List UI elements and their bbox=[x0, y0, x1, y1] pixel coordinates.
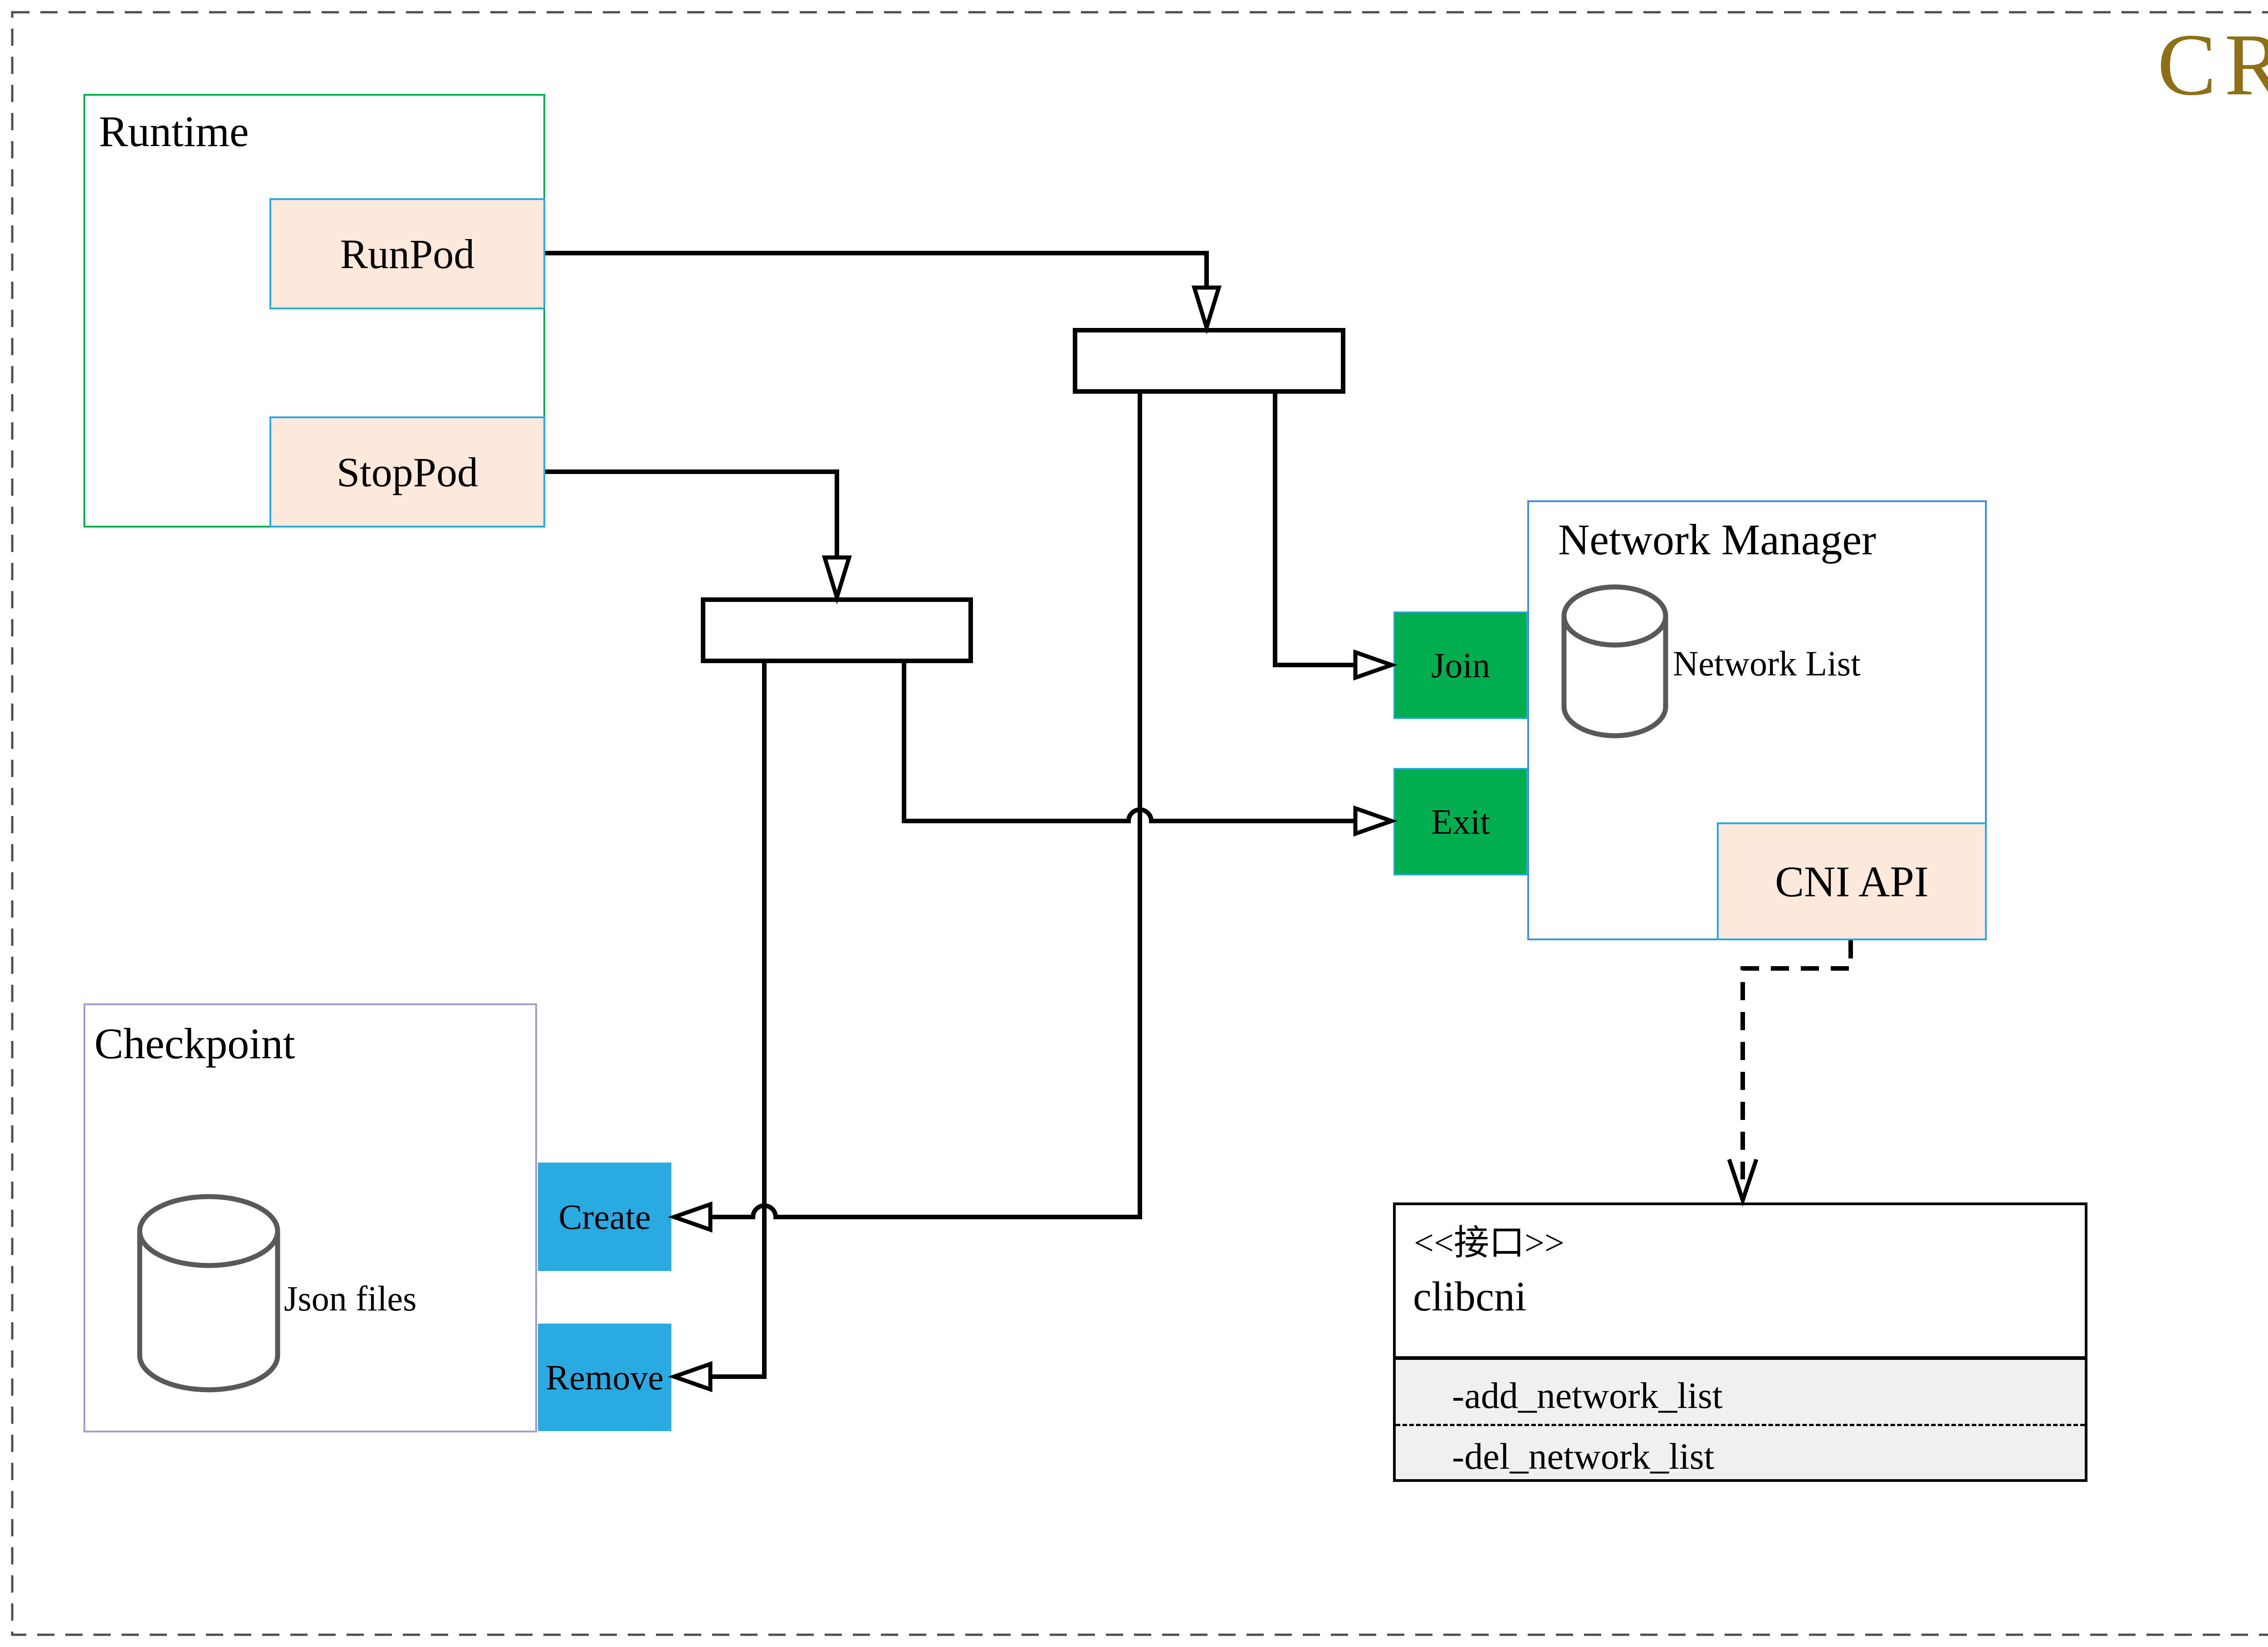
clibcni-interface-box: <<接口>> clibcni -add_network_list -del_ne… bbox=[1393, 1202, 2087, 1482]
cri-watermark: CRI bbox=[2157, 16, 2268, 114]
json-files-label: Json files bbox=[284, 1279, 417, 1318]
network-manager-title: Network Manager bbox=[1558, 515, 1877, 564]
merge-bar-runpod bbox=[1073, 328, 1345, 394]
remove-label: Remove bbox=[546, 1357, 664, 1397]
arrowhead-left-remove bbox=[668, 1361, 713, 1393]
cni-api-node: CNI API bbox=[1717, 822, 1987, 940]
interface-stereotype: <<接口>> bbox=[1414, 1223, 1564, 1262]
interface-methods-section: -add_network_list -del_network_list bbox=[1396, 1356, 2085, 1479]
exit-node: Exit bbox=[1393, 768, 1528, 875]
method-del-network-list: -del_network_list bbox=[1452, 1436, 1715, 1477]
checkpoint-title: Checkpoint bbox=[94, 1019, 295, 1068]
bar2-to-remove-line bbox=[710, 663, 767, 1379]
arrowhead-right-join bbox=[1353, 649, 1398, 681]
stoppod-label: StopPod bbox=[337, 449, 478, 495]
merge-bar-stoppod bbox=[701, 597, 973, 663]
arrowhead-left-create bbox=[668, 1201, 713, 1233]
create-node: Create bbox=[538, 1163, 671, 1271]
runpod-label: RunPod bbox=[340, 230, 475, 277]
method-divider bbox=[1396, 1424, 2085, 1426]
create-label: Create bbox=[558, 1197, 651, 1236]
network-list-label: Network List bbox=[1673, 644, 1861, 683]
bar1-to-create-line bbox=[710, 394, 1142, 1219]
runtime-title: Runtime bbox=[99, 107, 249, 156]
join-node: Join bbox=[1393, 611, 1528, 719]
exit-label: Exit bbox=[1431, 802, 1490, 841]
runpod-node: RunPod bbox=[269, 198, 545, 309]
checkpoint-box: Checkpoint bbox=[83, 1003, 537, 1432]
interface-name: clibcni bbox=[1413, 1273, 1527, 1320]
stoppod-node: StopPod bbox=[269, 416, 545, 528]
remove-node: Remove bbox=[538, 1324, 671, 1431]
bar1-to-join-line bbox=[1273, 394, 1355, 667]
cniapi-to-clibcni-dashed-line bbox=[1740, 940, 1853, 1179]
method-add-network-list: -add_network_list bbox=[1452, 1375, 1723, 1416]
runpod-to-bar1-line bbox=[545, 251, 1209, 288]
stoppod-to-bar2-line bbox=[545, 469, 839, 557]
bar2-to-exit-line bbox=[902, 663, 1355, 823]
arrowhead-down-bar1 bbox=[1191, 285, 1222, 335]
cni-api-label: CNI API bbox=[1775, 857, 1929, 906]
join-label: Join bbox=[1431, 645, 1491, 685]
open-arrowhead-clibcni bbox=[1727, 1158, 1759, 1207]
arrowhead-down-bar2 bbox=[821, 555, 852, 605]
arrowhead-right-exit bbox=[1353, 805, 1398, 837]
